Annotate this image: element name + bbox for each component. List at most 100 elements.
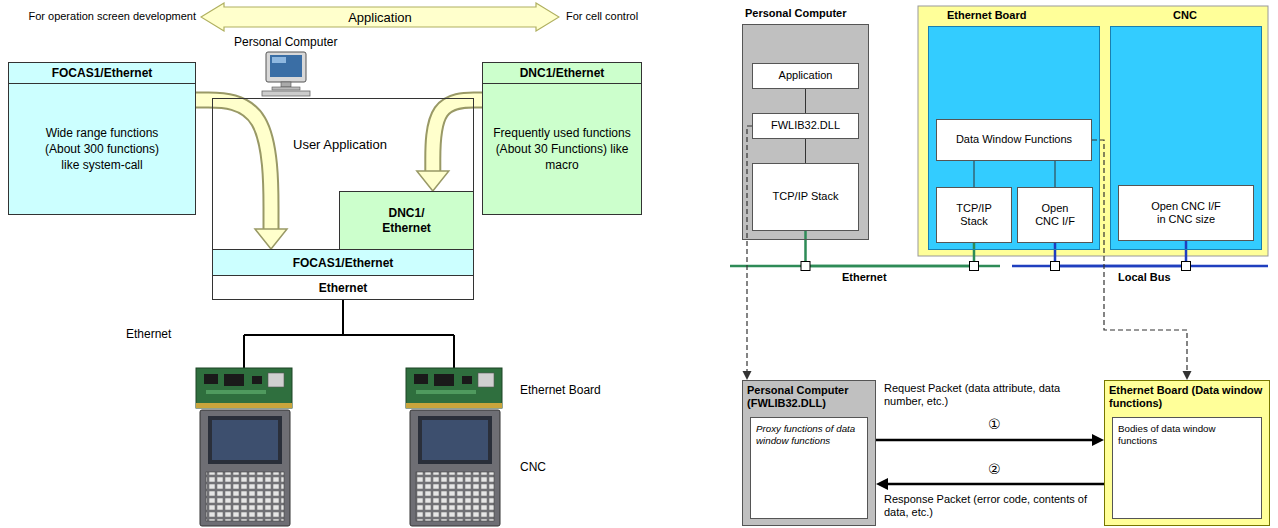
cnc-panel: CNCOpen CNC I/F in CNC size: [1110, 26, 1262, 250]
packet-arrow: [876, 478, 1104, 490]
ethernet-board-picture: [462, 376, 472, 384]
layer-link: [805, 139, 806, 163]
layer-link: [974, 161, 975, 187]
panel-fill: [928, 26, 1100, 250]
device-label: Ethernet Board: [520, 383, 601, 397]
connector-label: Ethernet: [842, 271, 887, 284]
software-layer-box: Open CNC I/F in CNC size: [1118, 185, 1254, 241]
flow-arrow: [417, 100, 482, 191]
ethernet-board-picture: [406, 368, 502, 408]
packet-arrow: [876, 439, 1092, 442]
software-layer-box: Data Window Functions: [936, 119, 1092, 161]
ethernet-board-housing: [918, 6, 1268, 256]
ethernet-network: [243, 335, 245, 368]
computer-icon: [272, 57, 286, 63]
node-title: Ethernet: [319, 281, 368, 295]
node-body: Wide range functions (About 300 function…: [9, 84, 195, 214]
ethernet-board-picture: [196, 368, 292, 408]
layer-link: [805, 89, 806, 113]
node-title: Application: [779, 69, 833, 82]
cnc-unit-picture: [206, 472, 284, 521]
function-body-box: Bodies of data window functions: [1112, 417, 1262, 519]
board-function-block: Ethernet Board (Data window functions) Bo…: [1104, 380, 1270, 526]
layer-link: [1055, 161, 1056, 187]
node-title: Bodies of data window functions: [1113, 418, 1261, 452]
node-title: DNC1/ Ethernet: [375, 206, 439, 236]
cnc-unit-picture: [208, 416, 282, 464]
panel-fill: [1110, 26, 1262, 250]
ethernet-network: [453, 335, 455, 368]
dnc-function-box: DNC1/EthernetFrequently used functions (…: [482, 62, 642, 215]
panel-fill: [1104, 380, 1270, 526]
cnc-unit-picture: [212, 420, 278, 460]
computer-icon: [272, 87, 300, 90]
arrowhead: [255, 229, 287, 249]
node-title: Proxy functions of data window functions: [751, 418, 867, 452]
focas-function-box: FOCAS1/EthernetWide range functions (Abo…: [8, 62, 196, 215]
node-title: DNC1/Ethernet: [483, 63, 641, 84]
ethernet-board-housing: [918, 6, 1268, 256]
local-bus-line: [1055, 241, 1186, 266]
bus-port: [801, 262, 810, 271]
node-body: Frequently used functions (About 30 Func…: [483, 84, 641, 214]
computer-icon: [266, 52, 306, 82]
flow-arrow: [433, 100, 482, 171]
application-arrow: Application: [200, 2, 560, 32]
cnc-unit-picture: [422, 420, 488, 460]
node-title: Personal Computer: [745, 7, 846, 19]
packet-arrow: [888, 483, 1104, 486]
ethernet-network: [342, 300, 344, 335]
ethernet-board-picture: [434, 374, 454, 386]
bus-port: [1182, 262, 1191, 271]
focas-library-band: FOCAS1/Ethernet: [213, 249, 473, 275]
node-title: Ethernet Board (Data window functions): [1109, 384, 1265, 410]
node-title: Application: [348, 10, 412, 25]
callout-number: ①: [988, 416, 1001, 433]
node-title: TCP/IP Stack: [773, 190, 839, 203]
connector-label: Request Packet (data attribute, data num…: [884, 382, 1089, 408]
arrowhead: [876, 478, 888, 490]
usage-note: For cell control: [566, 10, 638, 23]
ethernet-board-picture: [406, 403, 502, 408]
ethernet-network: [244, 334, 454, 336]
flow-arrow: [196, 100, 271, 229]
layer-link: [1055, 161, 1056, 187]
usage-note: For operation screen development: [4, 10, 196, 23]
software-layer-box: Open CNC I/F: [1017, 187, 1093, 243]
cnc-unit-picture: [200, 410, 500, 526]
dnc-library-box: DNC1/ Ethernet: [339, 191, 473, 249]
ethernet-board-panel: Ethernet BoardData Window FunctionsTCP/I…: [928, 26, 1100, 250]
node-title: FOCAS1/Ethernet: [9, 63, 195, 84]
cnc-unit-picture: [410, 410, 500, 526]
ethernet-board-picture: [268, 373, 284, 387]
ethernet-board-picture: [414, 374, 428, 384]
ethernet-board-picture: [196, 403, 292, 408]
node-title: Ethernet Board: [947, 9, 1026, 21]
software-layer-box: FWLIB32.DLL: [752, 113, 859, 139]
double-arrow-shape: [201, 3, 559, 31]
computer-icon: [281, 82, 291, 87]
flow-arrow: [433, 100, 482, 171]
node-title: Open CNC I/F in CNC size: [1146, 200, 1226, 226]
pc-application-frame: User ApplicationDNC1/ EthernetFOCAS1/Eth…: [212, 98, 474, 300]
ethernet-board-picture: [252, 376, 262, 384]
ethernet-board-picture: [416, 390, 476, 394]
layer-link: [805, 139, 806, 163]
ethernet-board-picture: [478, 373, 494, 387]
correspondence-arrow: [1092, 140, 1187, 371]
device-label: CNC: [520, 460, 546, 474]
arrowhead: [417, 171, 449, 191]
arrowhead: [1183, 371, 1192, 380]
computer-icon: [262, 91, 310, 96]
ethernet-board-picture: [224, 374, 244, 386]
flow-arrow: [196, 100, 287, 249]
node-title: FOCAS1/Ethernet: [293, 256, 394, 270]
network-label: Ethernet: [126, 327, 171, 341]
cnc-unit-picture: [418, 416, 492, 464]
packet-arrow: [876, 434, 1104, 446]
node-title: Data Window Functions: [956, 133, 1072, 146]
ethernet-board-picture: [204, 374, 218, 384]
correspondence-arrow: [743, 126, 753, 380]
bus-port: [1051, 262, 1060, 271]
pc-block: Personal ComputerApplicationFWLIB32.DLLT…: [742, 24, 869, 240]
